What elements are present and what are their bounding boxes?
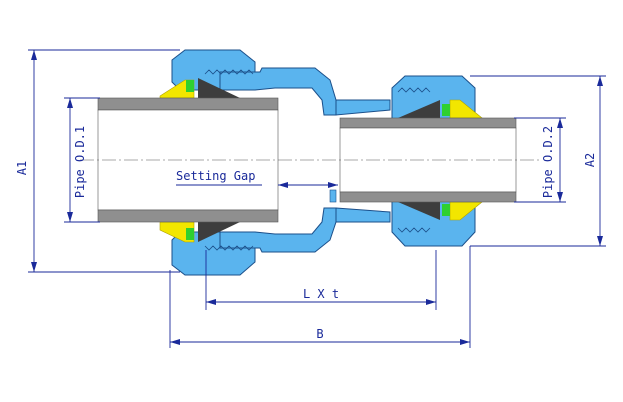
pipe-od2-label: Pipe O.D.2: [541, 126, 555, 198]
dimension-pipe-od1: [64, 97, 100, 223]
dimension-b: [169, 246, 471, 348]
b-label: B: [316, 327, 323, 341]
left-pipe: [97, 97, 279, 223]
lxt-label: L X t: [303, 287, 339, 301]
dimension-setting-gap: [176, 182, 338, 203]
left-seal-rings: [159, 78, 240, 243]
setting-gap-label: Setting Gap: [176, 169, 255, 183]
a2-label: A2: [583, 153, 597, 167]
pipe-od1-label: Pipe O.D.1: [73, 126, 87, 198]
right-seal-rings: [398, 99, 483, 221]
dimension-lxt: [205, 250, 437, 310]
dimension-a2: [470, 75, 606, 247]
dimension-pipe-od2: [514, 117, 566, 203]
dimension-a1: [28, 49, 180, 273]
a1-label: A1: [15, 161, 29, 175]
